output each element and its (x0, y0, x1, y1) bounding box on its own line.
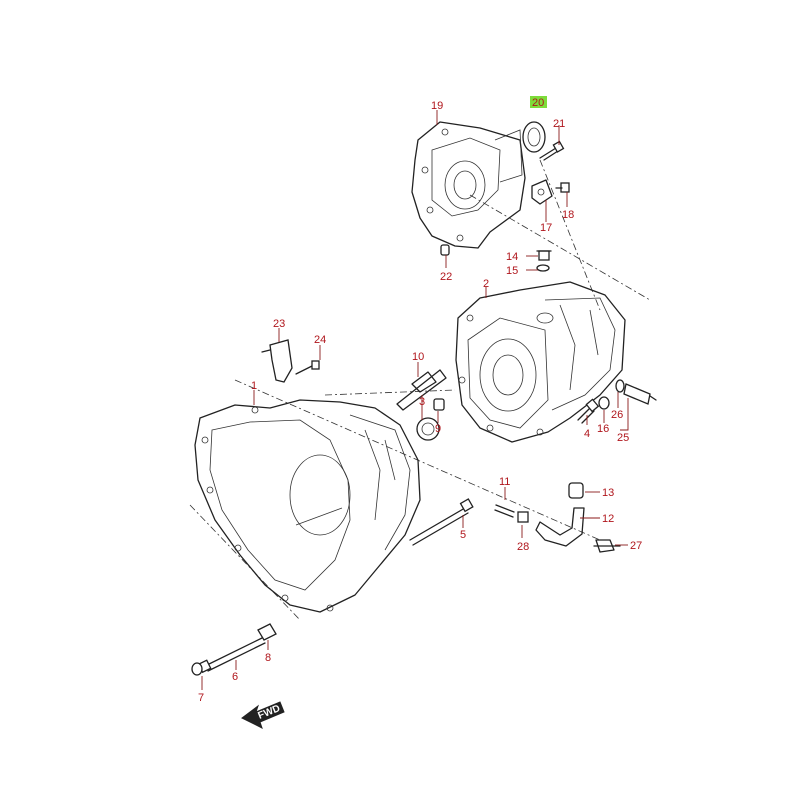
dowel-pin-22-drawing[interactable] (440, 244, 450, 256)
pin-11-drawing[interactable] (494, 504, 515, 518)
fwd-direction-arrow: FWD (241, 701, 285, 729)
callout-23[interactable]: 23 (273, 318, 285, 330)
callout-17[interactable]: 17 (540, 222, 552, 234)
filler-plug-14-drawing[interactable] (536, 250, 552, 261)
bolt-6-drawing[interactable] (197, 637, 266, 674)
bolt-4-drawing[interactable] (577, 398, 600, 424)
callout-21[interactable]: 21 (553, 118, 565, 130)
callout-11[interactable]: 11 (499, 476, 510, 488)
callout-25[interactable]: 25 (617, 432, 629, 444)
dowel-8-drawing[interactable] (257, 623, 277, 641)
callout-labels: 19 20 21 18 17 14 15 22 2 23 24 10 1 3 9… (198, 97, 642, 704)
callout-26[interactable]: 26 (611, 409, 623, 421)
callout-18[interactable]: 18 (562, 209, 574, 221)
callout-24[interactable]: 24 (314, 334, 326, 346)
callout-20[interactable]: 20 (532, 97, 544, 109)
assembly-centerlines (189, 159, 651, 621)
clip-28-drawing[interactable] (517, 511, 529, 523)
fwd-label: FWD (257, 703, 282, 722)
gasket-16-drawing[interactable] (598, 396, 610, 410)
callout-8[interactable]: 8 (265, 652, 271, 664)
washer-26-drawing[interactable] (615, 379, 625, 393)
callout-28[interactable]: 28 (517, 541, 529, 553)
callout-15[interactable]: 15 (506, 265, 518, 277)
bolt-18-drawing[interactable] (555, 182, 570, 193)
callout-6[interactable]: 6 (232, 671, 238, 683)
callout-5[interactable]: 5 (460, 529, 466, 541)
switch-25-drawing[interactable] (623, 383, 657, 405)
oil-seal-rear-drawing[interactable] (522, 121, 546, 153)
callout-7[interactable]: 7 (198, 692, 204, 704)
bolt-21-drawing[interactable] (539, 140, 565, 161)
callout-19[interactable]: 19 (431, 100, 443, 112)
callout-10[interactable]: 10 (412, 351, 424, 363)
callout-22[interactable]: 22 (440, 271, 452, 283)
highlight-marker (530, 96, 547, 108)
callout-14[interactable]: 14 (506, 251, 518, 263)
callout-3[interactable]: 3 (419, 396, 425, 408)
oil-seal-3-drawing[interactable] (416, 417, 440, 441)
clamp-27-drawing[interactable] (593, 539, 621, 553)
sensor-23-drawing[interactable] (261, 339, 293, 383)
callout-12[interactable]: 12 (602, 513, 614, 525)
transmission-case-drawing[interactable] (455, 281, 626, 443)
bracket-17-drawing[interactable] (531, 179, 553, 205)
clutch-housing-drawing[interactable] (194, 399, 421, 613)
callout-13[interactable]: 13 (602, 487, 614, 499)
gasket-15-drawing[interactable] (536, 264, 550, 272)
callout-2[interactable]: 2 (483, 278, 489, 290)
bolt-24-drawing[interactable] (295, 360, 320, 375)
hose-12-drawing[interactable] (535, 507, 585, 547)
callout-1[interactable]: 1 (251, 380, 257, 392)
bolt-5-drawing[interactable] (409, 498, 474, 546)
callout-9[interactable]: 9 (435, 423, 441, 435)
extension-housing-drawing[interactable] (411, 121, 526, 249)
bush-9-drawing[interactable] (433, 398, 445, 411)
callout-4[interactable]: 4 (584, 428, 590, 440)
callout-27[interactable]: 27 (630, 540, 642, 552)
callout-leaders (201, 110, 629, 690)
callout-16[interactable]: 16 (597, 423, 609, 435)
shift-shaft-10-drawing[interactable] (396, 369, 447, 411)
cap-13-drawing[interactable] (568, 482, 584, 499)
washer-7-drawing[interactable] (191, 662, 203, 676)
